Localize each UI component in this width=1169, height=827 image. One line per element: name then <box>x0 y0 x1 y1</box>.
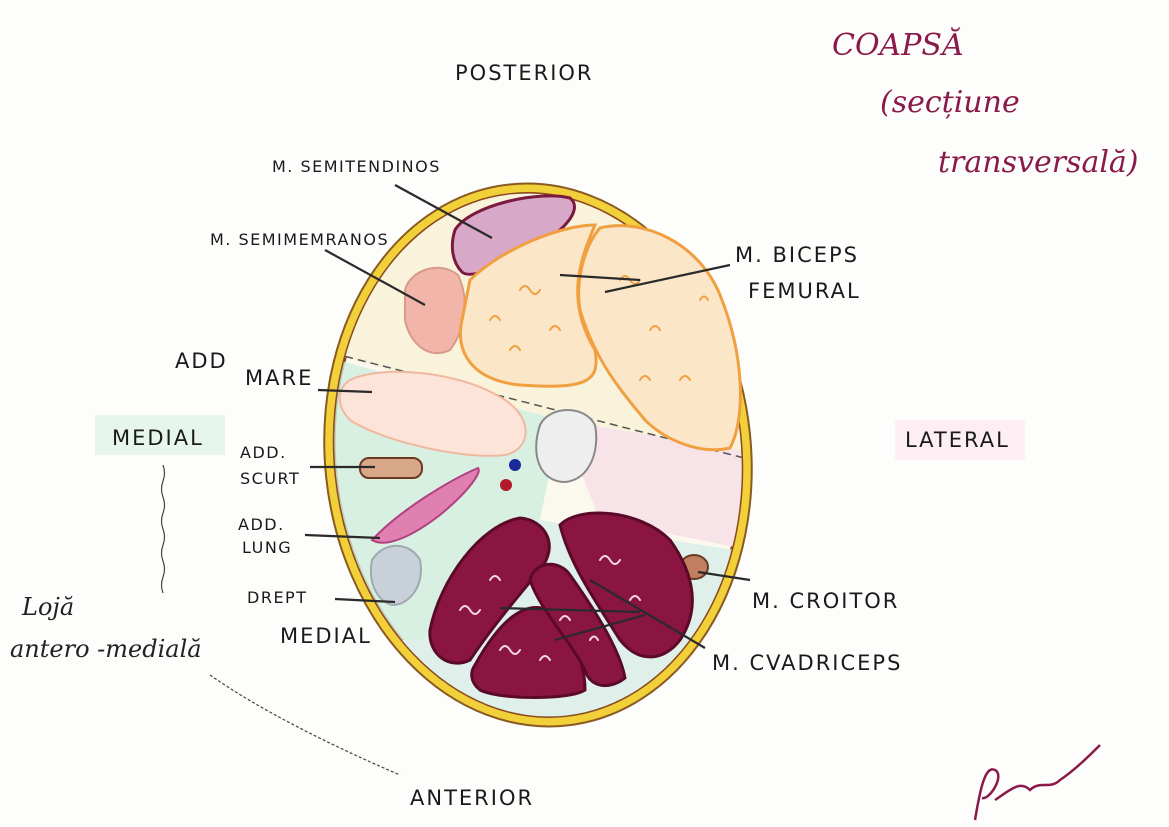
medial-highlight <box>95 415 225 455</box>
leader-add-mare <box>317 388 373 394</box>
semitendinos-label: M. SEMITENDINOS <box>272 157 441 176</box>
cvadriceps-label: M. CVADRICEPS <box>712 651 902 675</box>
title-line-3: transversală) <box>938 145 1139 180</box>
semimembranos-label: M. SEMIMEMRANOS <box>210 230 389 249</box>
title-line-1: COAPSĂ <box>832 27 964 63</box>
add-lung-label-1: ADD. <box>238 515 285 534</box>
signature <box>973 744 1101 821</box>
leader-semitendinos <box>394 184 493 239</box>
biceps-femoral-long-head <box>577 224 742 452</box>
compartment-label-2: antero -medială <box>10 635 202 663</box>
muscle-fiber-texture <box>459 555 641 661</box>
add-mare-label-2: MARE <box>245 366 313 390</box>
add-mare-label-1: ADD <box>175 349 228 373</box>
lateral-highlight <box>895 420 1025 460</box>
posterior-label: POSTERIOR <box>455 61 594 85</box>
medial-label: MEDIAL <box>112 426 204 450</box>
drept-medial-label-2: MEDIAL <box>280 624 372 648</box>
medial-connector <box>160 464 166 594</box>
leader-drept-medial <box>334 597 396 604</box>
femur-bone <box>535 409 598 484</box>
femoral-vein <box>509 459 521 471</box>
leader-cvadriceps <box>499 579 706 649</box>
gracilis-muscle <box>370 544 422 607</box>
adductor-magnus-muscle <box>338 370 527 457</box>
femoral-artery <box>500 479 512 491</box>
anterior-connector <box>209 674 401 776</box>
add-lung-label-2: LUNG <box>242 538 292 557</box>
biceps-label-2: FEMURAL <box>748 279 861 303</box>
title-line-2: (secțiune <box>880 85 1020 120</box>
semimembranos-muscle <box>404 266 466 355</box>
compartment-label-1: Lojă <box>21 593 74 621</box>
leader-biceps <box>559 263 731 294</box>
add-scurt-label-2: SCURT <box>240 469 300 488</box>
adductor-longus-muscle <box>370 466 480 544</box>
drept-medial-label-1: DREPT <box>247 588 307 607</box>
leader-semimembranos <box>324 249 426 306</box>
leader-croitor <box>697 570 751 582</box>
add-scurt-label-1: ADD. <box>240 443 287 462</box>
leader-add-lung <box>304 533 381 540</box>
lateral-label: LATERAL <box>905 428 1010 452</box>
biceps-label-1: M. BICEPS <box>735 243 859 267</box>
croitor-label: M. CROITOR <box>752 589 899 613</box>
anterior-label: ANTERIOR <box>410 786 534 810</box>
